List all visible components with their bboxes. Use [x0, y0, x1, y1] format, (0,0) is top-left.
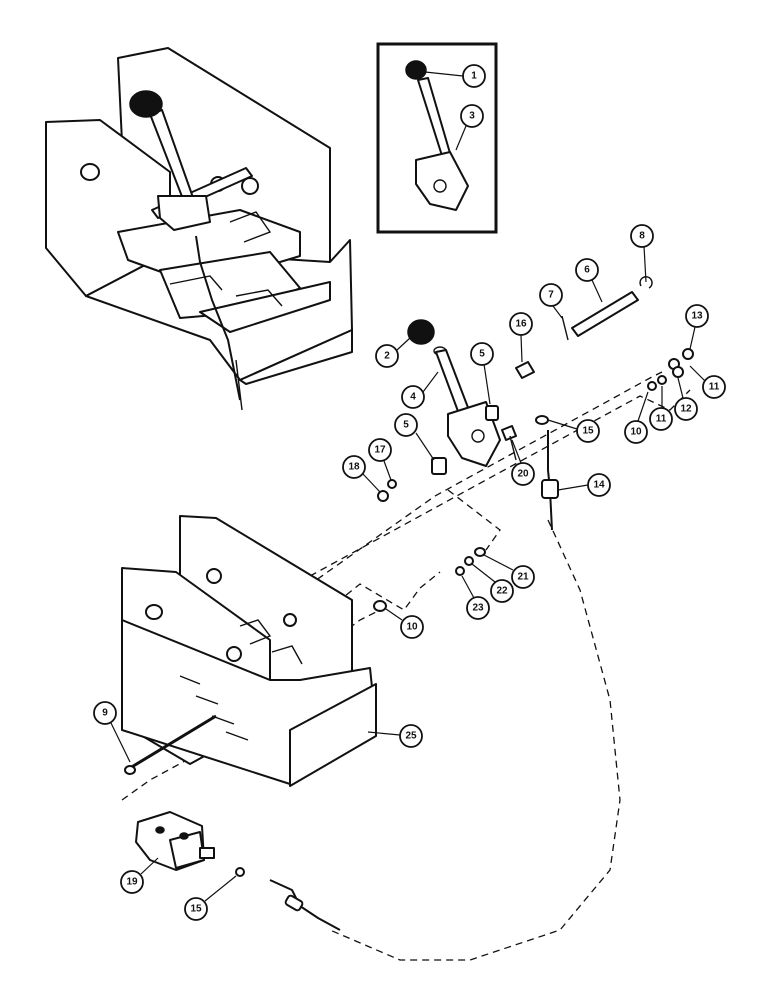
svg-text:5: 5 — [479, 349, 485, 360]
callout-15-upper: 15 — [547, 419, 600, 443]
callout-7: 7 — [539, 283, 563, 319]
callout-10-right: 10 — [624, 391, 649, 444]
svg-text:17: 17 — [374, 445, 386, 456]
callout-20: 20 — [511, 439, 535, 486]
svg-text:11: 11 — [656, 414, 667, 425]
callout-10-lower: 10 — [385, 608, 424, 639]
svg-text:8: 8 — [639, 231, 645, 242]
callout-8: 8 — [630, 224, 654, 283]
svg-text:10: 10 — [630, 427, 642, 438]
callout-11-right: 11 — [689, 365, 726, 399]
callout-1: 1 — [424, 64, 486, 88]
svg-text:13: 13 — [691, 311, 703, 322]
svg-text:11: 11 — [709, 382, 720, 393]
callout-5-lower: 5 — [394, 413, 435, 461]
svg-text:15: 15 — [190, 904, 202, 915]
callout-17: 17 — [368, 438, 392, 481]
svg-text:20: 20 — [517, 469, 529, 480]
svg-text:5: 5 — [403, 420, 409, 431]
callout-22: 22 — [471, 563, 514, 603]
svg-text:1: 1 — [471, 71, 477, 82]
svg-text:4: 4 — [410, 392, 416, 403]
callout-5-upper: 5 — [470, 342, 494, 405]
svg-text:15: 15 — [582, 426, 594, 437]
callout-9: 9 — [93, 701, 131, 763]
callout-21: 21 — [483, 554, 535, 589]
callout-13: 13 — [685, 304, 709, 350]
svg-text:19: 19 — [126, 877, 138, 888]
callout-6: 6 — [575, 258, 603, 303]
callout-19: 19 — [120, 857, 159, 894]
svg-text:3: 3 — [469, 111, 475, 122]
svg-text:10: 10 — [406, 622, 418, 633]
svg-text:22: 22 — [496, 586, 508, 597]
svg-text:9: 9 — [102, 708, 108, 719]
svg-text:21: 21 — [517, 572, 529, 583]
pedal-knob — [407, 319, 435, 345]
callout-4: 4 — [401, 371, 439, 409]
callouts: 1 3 8 6 7 16 — [93, 64, 726, 921]
svg-text:14: 14 — [593, 480, 605, 491]
exploded-housing — [121, 515, 377, 787]
callout-15-lower: 15 — [184, 875, 237, 921]
callout-11-left: 11 — [649, 386, 673, 431]
callout-23: 23 — [461, 575, 490, 620]
callout-12: 12 — [674, 377, 698, 421]
exploded-parts — [121, 276, 694, 961]
callout-18: 18 — [342, 455, 381, 493]
svg-text:7: 7 — [548, 290, 554, 301]
svg-text:16: 16 — [515, 319, 527, 330]
svg-text:6: 6 — [584, 265, 590, 276]
svg-text:25: 25 — [405, 731, 417, 742]
callout-3: 3 — [455, 104, 484, 151]
callout-2: 2 — [375, 337, 411, 368]
assembled-pedal-housing — [45, 47, 353, 411]
control-valve — [135, 811, 341, 931]
svg-text:23: 23 — [472, 603, 484, 614]
callout-14: 14 — [557, 473, 611, 497]
callout-25: 25 — [367, 724, 423, 748]
pedal-knob-inset — [405, 60, 427, 80]
svg-text:2: 2 — [384, 351, 390, 362]
svg-text:18: 18 — [348, 462, 360, 473]
callout-16: 16 — [509, 312, 533, 363]
svg-text:12: 12 — [680, 404, 692, 415]
